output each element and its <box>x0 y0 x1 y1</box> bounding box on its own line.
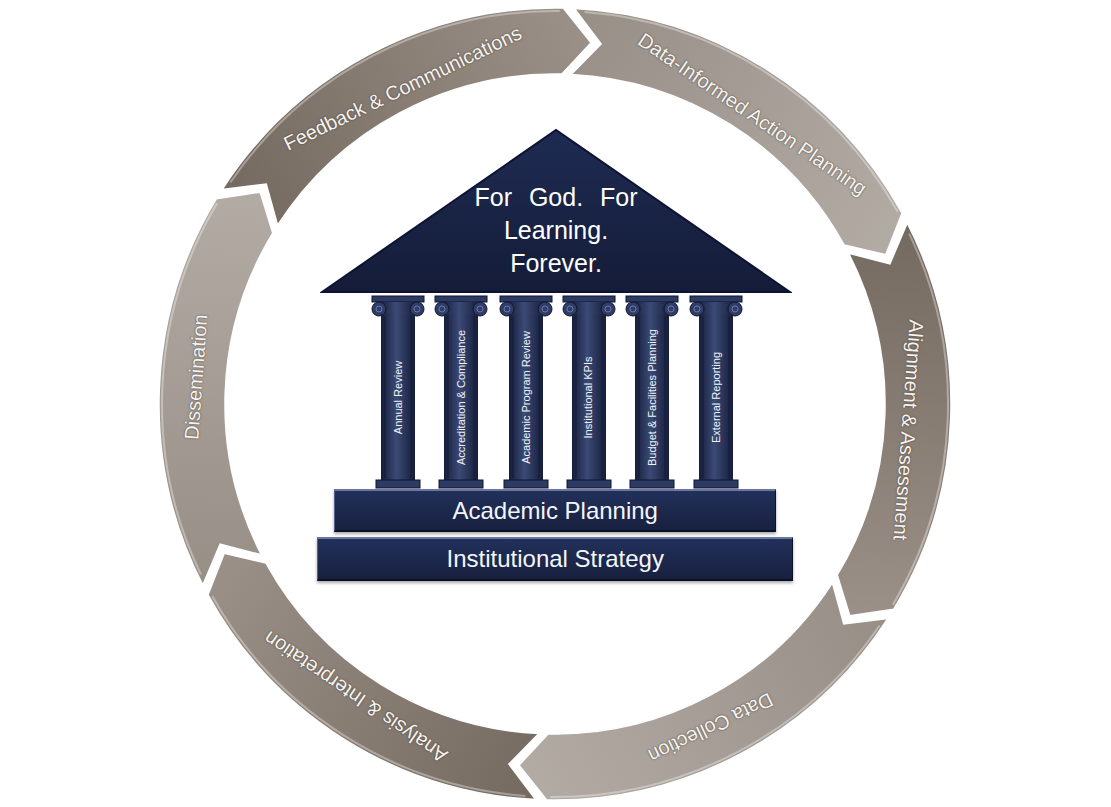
abacus <box>563 296 615 302</box>
volute-eye <box>732 306 738 312</box>
column-base <box>376 480 420 488</box>
motto: For God. For Learning. Forever. <box>474 181 639 280</box>
pillar: Academic Program Review <box>499 294 553 490</box>
column-base <box>504 480 548 488</box>
column-base <box>439 480 483 488</box>
pillar: Budget & Facilities Planning <box>625 294 679 490</box>
temple-roof: For God. For Learning. Forever. <box>320 128 792 294</box>
volute-eye <box>542 306 548 312</box>
chevron-arc <box>159 192 273 585</box>
shaft <box>572 314 606 480</box>
volute-eye <box>668 306 674 312</box>
volute <box>690 302 704 316</box>
column-base <box>694 480 738 488</box>
step-label: Academic Planning <box>453 497 658 525</box>
column-base <box>630 480 674 488</box>
volute-eye <box>694 306 700 312</box>
fluting <box>602 316 603 478</box>
abacus <box>435 296 487 302</box>
volute-eye <box>567 306 573 312</box>
segment-label: Data-Informed Action Planning <box>633 28 871 201</box>
pillar: External Reporting <box>689 294 743 490</box>
column-base <box>567 480 611 488</box>
volute-eye <box>630 306 636 312</box>
pillar: Accreditation & Compliance <box>434 294 488 490</box>
volute <box>372 302 386 316</box>
volute <box>500 302 514 316</box>
volute <box>410 302 424 316</box>
fluting <box>474 316 475 478</box>
abacus <box>626 296 678 302</box>
pillar-label: Accreditation & Compliance <box>455 329 468 464</box>
volute-eye <box>504 306 510 312</box>
fluting <box>539 316 540 478</box>
pillar: Institutional KPIs <box>562 294 616 490</box>
pillar-label: External Reporting <box>710 351 723 442</box>
abacus <box>372 296 424 302</box>
bevel-highlight <box>230 11 559 183</box>
volute-eye <box>477 306 483 312</box>
pediment <box>322 130 790 292</box>
cycle-segment: Analysis & Interpretation <box>155 4 955 804</box>
volute <box>664 302 678 316</box>
foundation-step: Institutional Strategy <box>317 537 793 581</box>
fluting <box>513 316 514 478</box>
bevel-highlight <box>212 596 525 796</box>
fluting <box>448 316 449 478</box>
volute-eye <box>376 306 382 312</box>
volute-eye <box>605 306 611 312</box>
pillar-label: Budget & Facilities Planning <box>645 329 658 466</box>
volute-eye <box>439 306 445 312</box>
volute <box>435 302 449 316</box>
chevron-arc <box>519 583 888 800</box>
volute <box>563 302 577 316</box>
fluting <box>639 316 640 478</box>
pillar-label: Institutional KPIs <box>582 356 595 438</box>
fluting <box>665 316 666 478</box>
cycle-segment: Dissemination <box>155 4 955 804</box>
volute-eye <box>414 306 420 312</box>
shaft <box>699 314 733 480</box>
bevel-highlight <box>550 625 879 797</box>
segment-shape <box>155 4 955 804</box>
segment-shape <box>155 4 955 804</box>
step-label: Institutional Strategy <box>447 545 664 573</box>
fluting <box>703 316 704 478</box>
chevron-arc <box>208 553 539 799</box>
volute <box>473 302 487 316</box>
pillar-label: Annual Review <box>392 360 405 433</box>
volute <box>728 302 742 316</box>
volute <box>626 302 640 316</box>
fluting <box>729 316 730 478</box>
shaft <box>381 314 415 480</box>
shaft <box>509 314 543 480</box>
shaft <box>635 314 669 480</box>
fluting <box>385 316 386 478</box>
foundation-step: Academic Planning <box>334 489 776 532</box>
pillar: Annual Review <box>371 294 425 490</box>
abacus <box>500 296 552 302</box>
abacus <box>690 296 742 302</box>
chevron-arc <box>837 223 951 616</box>
volute <box>538 302 552 316</box>
bevel-highlight <box>162 203 217 574</box>
fluting <box>411 316 412 478</box>
volute <box>601 302 615 316</box>
shaft <box>444 314 478 480</box>
fluting <box>576 316 577 478</box>
pillar-label: Academic Program Review <box>519 331 532 464</box>
